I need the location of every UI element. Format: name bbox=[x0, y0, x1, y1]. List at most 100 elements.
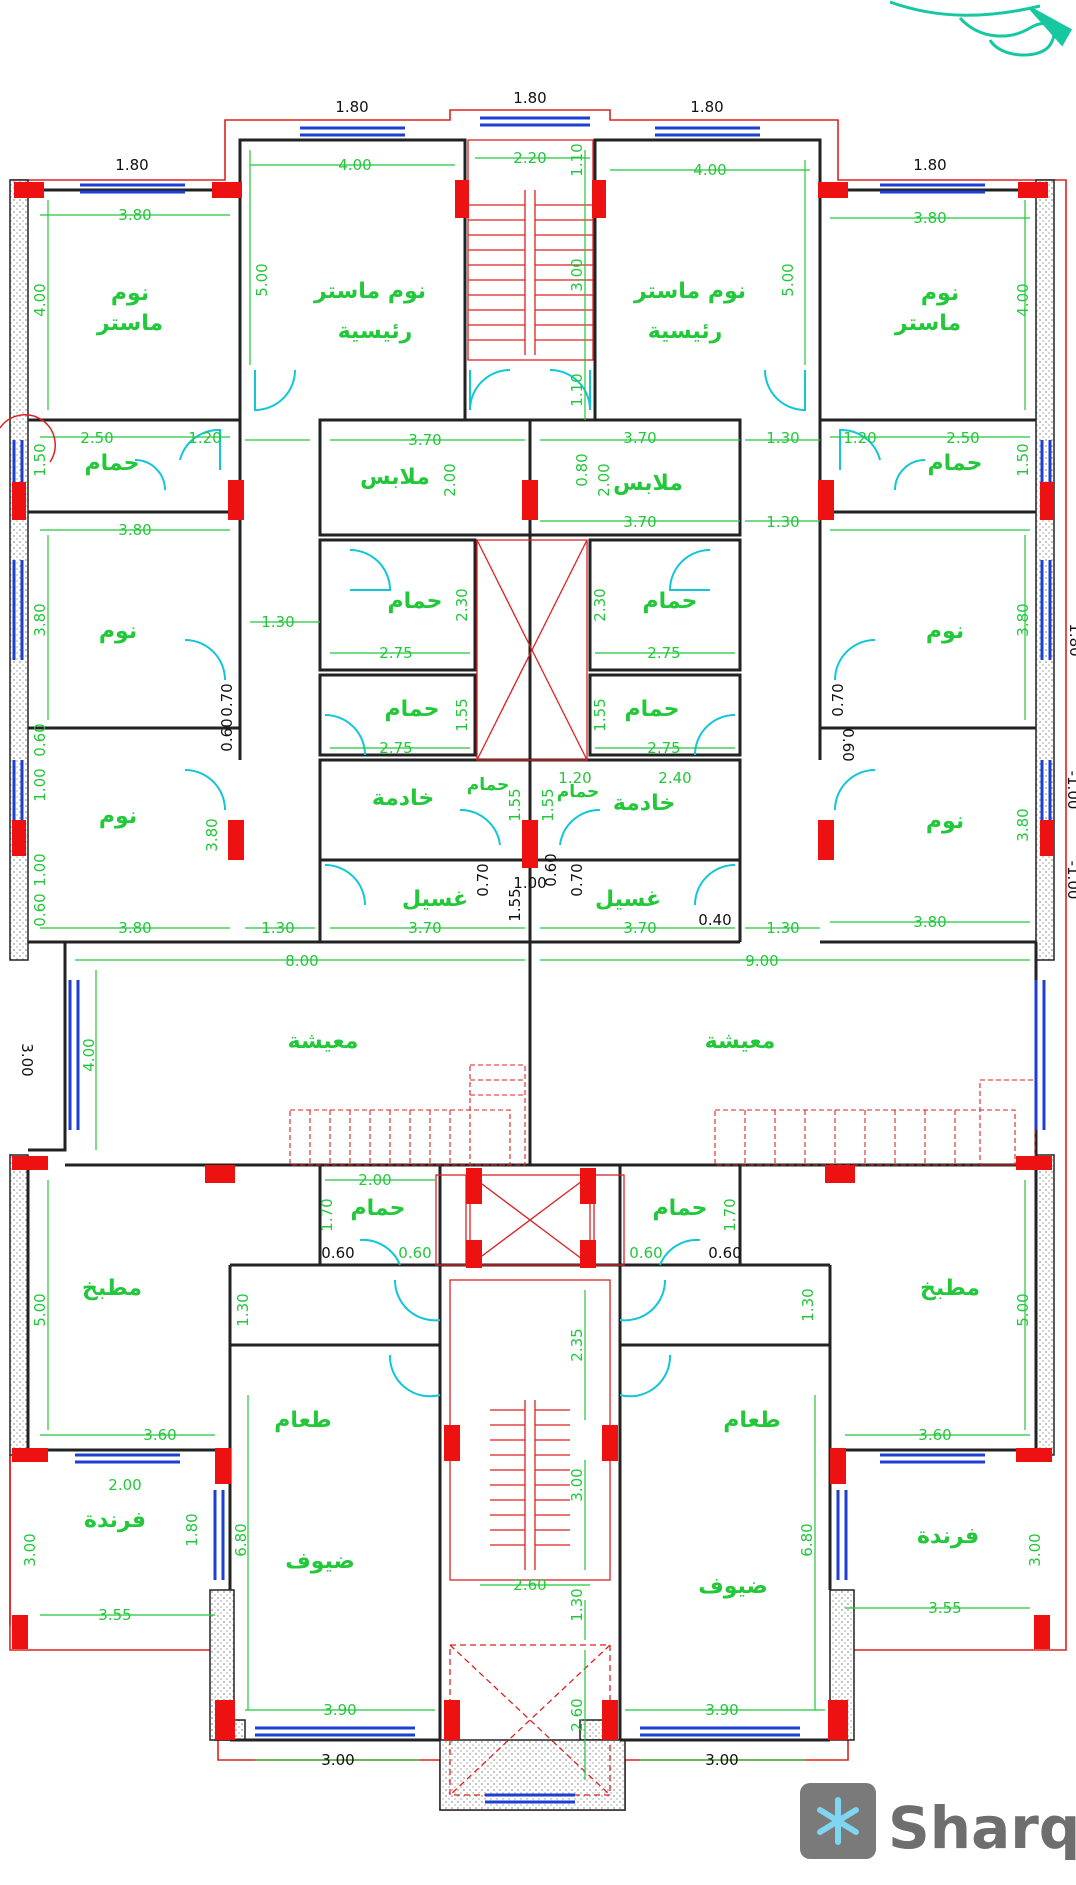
room-closet-l: ملابس bbox=[360, 465, 430, 490]
dim-stair-top: 1.10 bbox=[568, 143, 586, 176]
dim-stair2-mid: 1.30 bbox=[568, 1588, 586, 1621]
room-maid-r: خادمة bbox=[613, 791, 675, 816]
dim-lau-g4: 0.60 bbox=[542, 853, 560, 886]
room-master-main-r-line2: رئيسية bbox=[648, 319, 723, 344]
dim-live-l-h: 4.00 bbox=[80, 1038, 98, 1071]
room-dining-r: طعام bbox=[723, 1408, 781, 1433]
dim-side-right-1: 1.80 bbox=[1066, 623, 1076, 656]
dim-stair2-bot: 2.60 bbox=[568, 1698, 586, 1731]
dim-bkr-h: 1.70 bbox=[721, 1198, 739, 1231]
dim-bcl2-h: 1.55 bbox=[453, 698, 471, 731]
dim-kr-h: 5.00 bbox=[1014, 1293, 1032, 1326]
room-bath-tr: حمام bbox=[928, 451, 983, 476]
dim-bl-gap2: 0.60 bbox=[218, 718, 236, 751]
room-kitchen-l: مطبخ bbox=[82, 1276, 142, 1301]
room-bath-cl3: حمام bbox=[467, 775, 510, 795]
dimension-lines bbox=[40, 150, 1030, 1780]
room-bed-l2: نوم bbox=[99, 804, 137, 829]
dim-br2-w: 3.80 bbox=[913, 913, 946, 931]
dim-lau-l-w: 3.70 bbox=[408, 919, 441, 937]
dim-live-l-w: 8.00 bbox=[285, 952, 318, 970]
dim-btl-w: 2.50 bbox=[80, 429, 113, 447]
dim-br1-h: 3.80 bbox=[1014, 603, 1032, 636]
room-laundry-l: غسيل bbox=[402, 887, 468, 912]
room-guests-l: ضيوف bbox=[285, 1549, 355, 1574]
dim-bcr1-w: 2.75 bbox=[647, 644, 680, 662]
dim-side-300: 3.00 bbox=[18, 1043, 36, 1076]
dim-cr-w: 3.70 bbox=[623, 429, 656, 447]
dim-mtr-w: 3.80 bbox=[913, 209, 946, 227]
dim-bl1-h: 3.80 bbox=[31, 603, 49, 636]
room-veranda-l: فرندة bbox=[84, 1508, 146, 1533]
room-master-main-r-line1: نوم ماستر bbox=[633, 279, 746, 304]
living-stairs-dashed bbox=[289, 1064, 1036, 1166]
room-closet-r: ملابس bbox=[613, 471, 683, 496]
watermark: Sharq bbox=[800, 1783, 1076, 1862]
dim-bkr-d2: 0.60 bbox=[708, 1244, 741, 1262]
section-marker-icon bbox=[0, 414, 56, 463]
dim-bl-gap5: 1.00 bbox=[31, 853, 49, 886]
dim-br-gap1: 0.70 bbox=[829, 683, 847, 716]
room-living-l: معيشة bbox=[288, 1029, 359, 1054]
dim-win-bot-l: 3.00 bbox=[321, 1751, 354, 1769]
room-master-tl-line2: ماستر bbox=[96, 311, 163, 336]
dim-bcl3-h: 1.55 bbox=[506, 788, 524, 821]
exterior-walls bbox=[9, 179, 1055, 1811]
dim-mtl-w: 3.80 bbox=[118, 206, 151, 224]
room-bath-cl1: حمام bbox=[388, 589, 443, 614]
dim-bl-gap6: 0.60 bbox=[31, 893, 49, 926]
dim-mtr-h: 4.00 bbox=[1014, 283, 1032, 316]
dim-bl-gap3: 0.60 bbox=[31, 723, 49, 756]
dim-bkl-w: 2.00 bbox=[358, 1171, 391, 1189]
dim-br2-h: 3.80 bbox=[1014, 808, 1032, 841]
dim-bkl-d2: 0.60 bbox=[398, 1244, 431, 1262]
elevator-shaft-bottom bbox=[435, 1174, 625, 1266]
dim-gr-h: 6.80 bbox=[798, 1523, 816, 1556]
dim-bl-gap4: 1.00 bbox=[31, 768, 49, 801]
room-master-tr-line1: نوم bbox=[921, 281, 959, 306]
room-bath-tl: حمام bbox=[85, 451, 140, 476]
room-guests-r: ضيوف bbox=[698, 1574, 768, 1599]
dim-mtl-h: 4.00 bbox=[31, 283, 49, 316]
dim-small-040: 0.40 bbox=[698, 911, 731, 929]
dim-btl-h: 1.50 bbox=[31, 443, 49, 476]
elevator-shaft-top bbox=[476, 539, 588, 761]
dim-btr-h: 1.50 bbox=[1014, 443, 1032, 476]
room-labels: نوم ماستر نوم ماستر رئيسية نوم ماستر رئي… bbox=[82, 279, 982, 1599]
dim-kr-w: 3.60 bbox=[918, 1426, 951, 1444]
dim-mmr-w: 4.00 bbox=[693, 161, 726, 179]
dim-bcr2-w: 2.75 bbox=[647, 739, 680, 757]
dim-cl-w: 3.70 bbox=[408, 431, 441, 449]
room-laundry-r: غسيل bbox=[595, 887, 661, 912]
dim-cl-h: 2.00 bbox=[441, 463, 459, 496]
dim-lau-g5: 1.55 bbox=[506, 888, 524, 921]
dim-bcl1-h: 2.30 bbox=[453, 588, 471, 621]
dim-gr-w: 3.90 bbox=[705, 1701, 738, 1719]
watermark-text: Sharq bbox=[888, 1794, 1076, 1862]
staircase-top bbox=[467, 139, 594, 361]
room-bed-l1: نوم bbox=[99, 619, 137, 644]
dim-corr-bl: 1.30 bbox=[234, 1293, 252, 1326]
room-master-tl-line1: نوم bbox=[111, 281, 149, 306]
room-master-tr-line2: ماستر bbox=[894, 311, 961, 336]
structural-columns bbox=[12, 180, 1054, 1740]
dim-vr-w2: 3.55 bbox=[928, 1599, 961, 1617]
dim-bkr-d1: 0.60 bbox=[629, 1244, 662, 1262]
room-maid-l: خادمة bbox=[372, 786, 434, 811]
dim-stair2-run: 3.00 bbox=[568, 1468, 586, 1501]
dim-bl2-h: 3.80 bbox=[203, 818, 221, 851]
dim-corr-l3: 1.30 bbox=[261, 919, 294, 937]
dim-lau-g3: 0.70 bbox=[568, 863, 586, 896]
dim-bl1-w: 3.80 bbox=[118, 521, 151, 539]
room-bath-kr: حمام bbox=[653, 1196, 708, 1221]
dim-bcl1-w: 2.75 bbox=[379, 644, 412, 662]
dim-vl-w2: 3.55 bbox=[98, 1606, 131, 1624]
dim-win-bot-r: 3.00 bbox=[705, 1751, 738, 1769]
dim-bcr2-h: 1.55 bbox=[591, 698, 609, 731]
snowflake-logo-icon bbox=[817, 1797, 859, 1845]
room-bath-cr2: حمام bbox=[625, 697, 680, 722]
dim-win-top-l: 1.80 bbox=[115, 156, 148, 174]
corner-flourish-icon bbox=[889, 0, 1073, 57]
dim-corr-r4: 1.30 bbox=[766, 919, 799, 937]
